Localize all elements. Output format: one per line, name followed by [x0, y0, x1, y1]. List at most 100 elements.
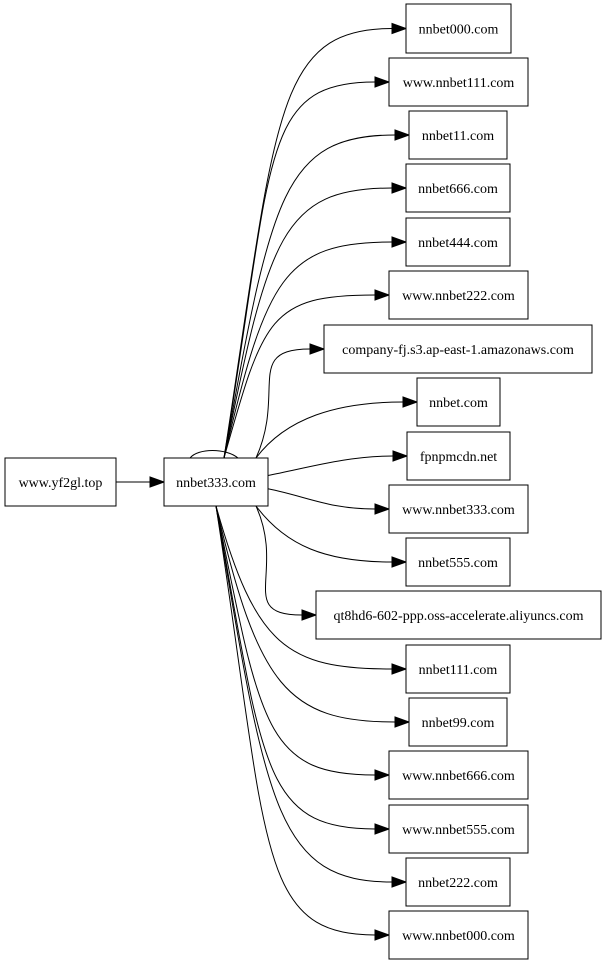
node-target-box: [388, 57, 529, 107]
edge-arrowhead: [374, 823, 391, 835]
node-target: nnbet666.com: [405, 163, 511, 213]
node-target-label: nnbet222.com: [418, 876, 498, 891]
node-target-box: [405, 217, 511, 267]
node-target-box: [405, 644, 511, 694]
edge-arrowhead: [374, 289, 391, 301]
node-target: nnbet444.com: [405, 217, 511, 267]
node-target-box: [405, 537, 511, 587]
node-target-box: [315, 590, 602, 640]
edge-arrowhead: [402, 396, 419, 408]
node-source-box: [4, 457, 117, 507]
edge-arrowhead: [392, 450, 409, 462]
edge-line: [223, 134, 396, 459]
edge-line: [223, 81, 376, 459]
edge-line: [255, 348, 311, 459]
node-target: company-fj.s3.ap-east-1.amazonaws.com: [323, 324, 593, 374]
edge-hub-to-target: [223, 182, 408, 459]
edge-source-to-hub: [116, 476, 166, 488]
node-target-box: [323, 324, 593, 374]
edge-arrowhead: [391, 876, 408, 888]
edge-arrowhead: [374, 76, 391, 88]
node-target-label: www.nnbet333.com: [402, 503, 515, 518]
node-target-label: company-fj.s3.ap-east-1.amazonaws.com: [342, 343, 574, 358]
edge-line: [223, 187, 393, 459]
node-target-label: nnbet.com: [429, 396, 488, 411]
edge-hub-to-target: [255, 505, 318, 621]
node-target-label: nnbet666.com: [418, 182, 498, 197]
edge-hub-to-target: [223, 289, 391, 459]
edge-line: [215, 505, 376, 830]
edge-hub-to-target: [215, 505, 391, 941]
node-target-label: www.nnbet555.com: [402, 823, 515, 838]
node-target: www.nnbet111.com: [388, 57, 529, 107]
node-target-label: www.nnbet000.com: [402, 929, 515, 944]
edge-arrowhead: [391, 663, 408, 675]
edge-hub-to-target: [223, 236, 408, 459]
edge-arrowhead: [309, 343, 326, 355]
node-target-box: [416, 377, 501, 427]
node-target: nnbet111.com: [405, 644, 511, 694]
edge-arrowhead: [391, 236, 408, 248]
node-target: nnbet222.com: [405, 857, 511, 907]
edge-line: [215, 505, 393, 670]
node-target: nnbet.com: [416, 377, 501, 427]
node-target: nnbet000.com: [405, 3, 512, 54]
node-target-label: nnbet111.com: [419, 663, 498, 678]
edge-arrowhead: [374, 929, 391, 941]
node-target: nnbet555.com: [405, 537, 511, 587]
node-target-label: nnbet555.com: [418, 556, 498, 571]
edge-line: [255, 401, 404, 459]
edge-arrowhead: [149, 476, 166, 488]
edge-line: [255, 505, 303, 616]
node-target: qt8hd6-602-ppp.oss-accelerate.aliyuncs.c…: [315, 590, 602, 640]
node-target: fpnpmcdn.net: [406, 431, 511, 481]
edge-arrowhead: [394, 129, 411, 141]
node-target-box: [388, 270, 529, 320]
edge-hub-to-target: [255, 396, 419, 459]
edge-arrowhead: [301, 609, 318, 621]
edge-hub-to-target: [215, 505, 391, 835]
edge-arrowhead: [374, 769, 391, 781]
node-target: www.nnbet555.com: [388, 804, 529, 854]
node-target-box: [388, 804, 529, 854]
edge-hub-to-target: [215, 505, 391, 781]
edge-arrowhead: [394, 716, 411, 728]
node-target-label: nnbet11.com: [422, 129, 494, 144]
node-target-label: nnbet99.com: [422, 716, 495, 731]
edge-line: [189, 450, 239, 459]
node-target-box: [408, 697, 508, 747]
node-target-box: [405, 857, 511, 907]
node-target-label: nnbet444.com: [418, 236, 498, 251]
edge-hub-to-target: [223, 76, 391, 459]
node-target-label: fpnpmcdn.net: [420, 450, 497, 465]
edge-line: [215, 505, 393, 883]
node-source: www.yf2gl.top: [4, 457, 117, 507]
edge-hub-to-target: [215, 505, 411, 728]
node-target-box: [388, 910, 529, 960]
node-target-box: [388, 750, 529, 800]
edge-arrowhead: [391, 182, 408, 194]
node-hub: nnbet333.com: [163, 457, 269, 507]
graph-edges: [116, 22, 419, 941]
edge-line: [223, 294, 376, 459]
node-source-label: www.yf2gl.top: [19, 476, 103, 491]
edge-hub-to-target: [255, 343, 326, 459]
node-target-label: www.nnbet222.com: [402, 289, 515, 304]
node-target: www.nnbet000.com: [388, 910, 529, 960]
node-hub-box: [163, 457, 269, 507]
edge-hub-to-target: [223, 22, 408, 459]
node-target-box: [408, 110, 508, 160]
edge-hub-self-loop: [189, 450, 239, 459]
edge-hub-to-target: [215, 505, 408, 888]
edge-hub-to-target: [267, 488, 391, 515]
edge-arrowhead: [391, 556, 408, 568]
edge-arrowhead: [374, 503, 391, 515]
node-target: nnbet99.com: [408, 697, 508, 747]
node-target-box: [405, 3, 512, 54]
edge-hub-to-target: [255, 505, 408, 568]
edge-line: [267, 455, 394, 476]
edge-hub-to-target: [215, 505, 408, 675]
edge-hub-to-target: [223, 129, 411, 459]
edge-line: [223, 28, 393, 459]
